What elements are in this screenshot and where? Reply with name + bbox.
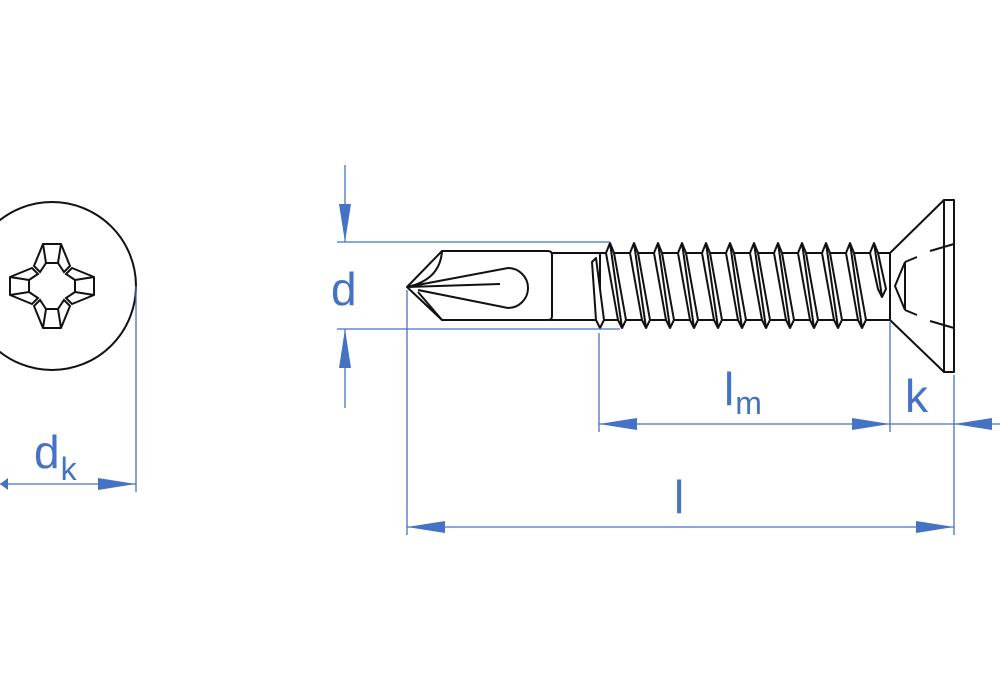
arrow-left-icon — [0, 478, 8, 490]
arrow-left-icon — [407, 521, 445, 533]
label-lm: lm — [724, 363, 762, 421]
label-l: l — [674, 471, 684, 523]
label-d: d — [331, 263, 357, 315]
screw-side-view — [406, 199, 955, 373]
thread-turn — [591, 257, 605, 329]
thread-crest-line — [849, 242, 863, 329]
thread-crest-line — [705, 242, 719, 329]
thread-crest-line — [873, 242, 883, 298]
thread-turns — [591, 242, 887, 329]
thread-crest-line — [753, 242, 767, 329]
arrow-up-icon — [339, 329, 351, 368]
arrow-right-icon — [916, 521, 954, 533]
thread-crest-line — [825, 242, 839, 329]
thread-crest-line — [777, 242, 791, 329]
arrow-down-icon — [339, 204, 351, 242]
thread-crest-line — [657, 242, 671, 329]
dimensions: d dk lm k l — [0, 165, 1000, 535]
head-face — [943, 199, 955, 373]
thread-crest-line — [801, 242, 815, 329]
thread-crest-line — [633, 242, 647, 329]
thread-crest-line — [681, 242, 695, 329]
countersunk-head — [889, 199, 945, 373]
thread-crest-line — [609, 242, 623, 329]
arrow-left-icon — [954, 418, 992, 430]
arrow-right-icon — [852, 418, 890, 430]
thread-crest-line — [729, 242, 743, 329]
head-top-view — [0, 201, 137, 371]
arrow-left-icon — [599, 418, 637, 430]
arrow-right-icon — [98, 478, 136, 490]
label-dk: dk — [34, 426, 78, 487]
label-k: k — [905, 370, 929, 422]
